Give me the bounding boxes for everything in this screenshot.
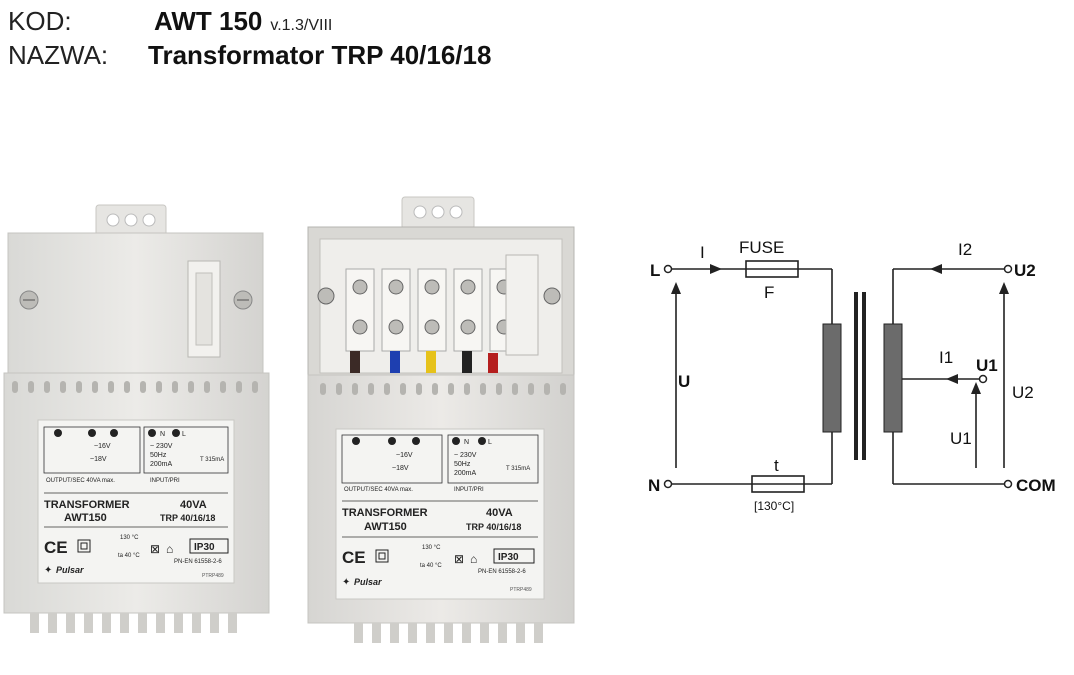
input-l-label: L [488, 439, 492, 446]
input-n-label: N [464, 439, 469, 446]
fuse-rating-label: T 315mA [200, 457, 224, 463]
brand-label: Pulsar [354, 577, 382, 587]
product-code-label: AWT150 [364, 521, 407, 533]
fuse-rating-label: T 315mA [506, 466, 530, 472]
input-current-label: 200mA [150, 461, 173, 468]
temp-amb-label: ta 40 °C [118, 553, 140, 559]
name-value: Transformator TRP 40/16/18 [148, 40, 492, 70]
current-i2-label: I2 [958, 240, 972, 259]
transformer-photo-open: ~16V ~18V N L ~ 230V 50Hz 200mA T 315mA … [307, 196, 575, 643]
code-small-label: PTRP489 [510, 587, 532, 593]
input-freq-label: 50Hz [150, 452, 167, 459]
fuse-label: FUSE [739, 238, 784, 257]
power-label: 40VA [180, 499, 207, 511]
product-code-label: AWT150 [64, 512, 107, 524]
version-label: v.1.3/VIII [270, 17, 333, 34]
input-voltage-label: ~ 230V [454, 452, 477, 459]
output-text-label: OUTPUT/SEC 40VA max. [344, 487, 413, 493]
pulsar-star-icon: ✦ [44, 565, 52, 576]
input-l-label: L [182, 431, 186, 438]
terminal-com-label: COM [1016, 476, 1056, 495]
ip-rating-label: IP30 [498, 552, 519, 563]
code-value: AWT 150 [154, 6, 263, 36]
model-label: TRP 40/16/18 [160, 513, 215, 523]
output-text-label: OUTPUT/SEC 40VA max. [46, 478, 115, 484]
transformer-photo-closed: ~16V ~18V N L ~ 230V 50Hz 200mA T 315mA … [3, 204, 270, 633]
terminal-u2-label: U2 [1014, 261, 1036, 280]
input-freq-label: 50Hz [454, 461, 471, 468]
current-i-label: I [700, 243, 705, 262]
input-text-label: INPUT/PRI [454, 487, 484, 493]
out-18-label: ~18V [392, 465, 409, 472]
product-type-label: TRANSFORMER [44, 499, 130, 511]
fuse-f-label: F [764, 283, 774, 302]
terminal-n-label: N [648, 476, 660, 495]
input-n-label: N [160, 431, 165, 438]
code-label: KOD: [8, 6, 72, 36]
voltage-u-label: U [678, 372, 690, 391]
temp-max-label: 130 °C [120, 535, 139, 541]
out-16-label: ~16V [396, 452, 413, 459]
current-i1-label: I1 [939, 348, 953, 367]
terminal-u1-label: U1 [976, 356, 998, 375]
voltage-u2-label: U2 [1012, 383, 1034, 402]
pulsar-star-icon: ✦ [342, 577, 350, 588]
temp-max-label: 130 °C [422, 545, 441, 551]
name-row: NAZWA: Transformator TRP 40/16/18 [8, 40, 491, 70]
temp-amb-label: ta 40 °C [420, 563, 442, 569]
thermal-rating-label: [130°C] [754, 499, 794, 513]
ce-mark-icon: CE [342, 548, 366, 567]
terminal-l-label: L [650, 261, 660, 280]
out-18-label: ~18V [90, 456, 107, 463]
input-current-label: 200mA [454, 470, 477, 477]
ce-mark-icon: CE [44, 538, 68, 557]
model-label: TRP 40/16/18 [466, 522, 521, 532]
indoor-house-icon: ⌂ [470, 552, 477, 566]
ip-rating-label: IP30 [194, 542, 215, 553]
brand-label: Pulsar [56, 565, 84, 575]
input-text-label: INPUT/PRI [150, 478, 180, 484]
norm-label: PN-EN 61558-2-6 [478, 569, 526, 575]
thermal-t-label: t [774, 456, 779, 475]
code-row: KOD: AWT 150 v.1.3/VIII [8, 6, 332, 41]
out-16-label: ~16V [94, 443, 111, 450]
input-voltage-label: ~ 230V [150, 443, 173, 450]
norm-label: PN-EN 61558-2-6 [174, 559, 222, 565]
transformer-schematic: L N I FUSE F U t [130°C] I2 U2 U1 I1 U2 … [648, 238, 1056, 513]
voltage-u1-label: U1 [950, 429, 972, 448]
name-label: NAZWA: [8, 40, 109, 70]
power-label: 40VA [486, 507, 513, 519]
weee-bin-icon: ⊠ [454, 552, 464, 566]
product-type-label: TRANSFORMER [342, 507, 428, 519]
weee-bin-icon: ⊠ [150, 542, 160, 556]
code-small-label: PTRP489 [202, 573, 224, 579]
indoor-house-icon: ⌂ [166, 542, 173, 556]
